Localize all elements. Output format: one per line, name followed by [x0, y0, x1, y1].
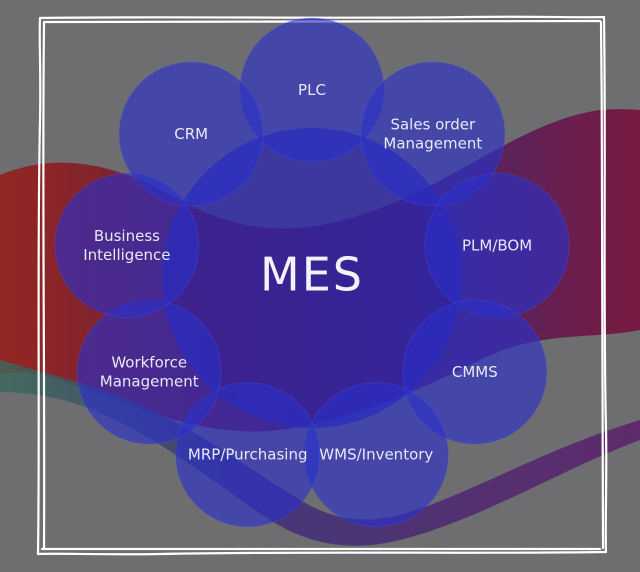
center-label: MES	[260, 248, 364, 302]
node-label-plc: PLC	[298, 81, 326, 99]
node-label-line: PLM/BOM	[462, 236, 532, 254]
node-label-line: CMMS	[452, 363, 498, 381]
node-label-plm: PLM/BOM	[462, 236, 532, 254]
node-label-line: Management	[383, 134, 482, 152]
node-label-line: PLC	[298, 81, 326, 99]
background-wave-teal	[0, 360, 640, 546]
node-label-line: Business	[94, 226, 160, 244]
node-circle-crm	[118, 61, 264, 207]
node-label-line: MRP/Purchasing	[188, 445, 308, 463]
node-label-crm: CRM	[174, 125, 208, 143]
node-label-cmms: CMMS	[452, 363, 498, 381]
node-circle-mrp	[175, 382, 321, 528]
sketch-frame	[36, 15, 608, 556]
node-circle-sales	[360, 61, 506, 207]
node-label-line: Sales order	[390, 115, 476, 133]
center-circle	[162, 128, 462, 428]
node-label-line: Intelligence	[83, 245, 170, 263]
node-circle-cmms	[402, 299, 548, 445]
node-label-wms: WMS/Inventory	[319, 445, 433, 463]
circle-layer	[54, 17, 570, 528]
node-circle-bi	[54, 172, 200, 318]
node-label-line: Management	[100, 372, 199, 390]
node-label-line: CRM	[174, 125, 208, 143]
node-label-line: WMS/Inventory	[319, 445, 433, 463]
node-label-mrp: MRP/Purchasing	[188, 445, 308, 463]
node-label-line: Workforce	[111, 353, 187, 371]
